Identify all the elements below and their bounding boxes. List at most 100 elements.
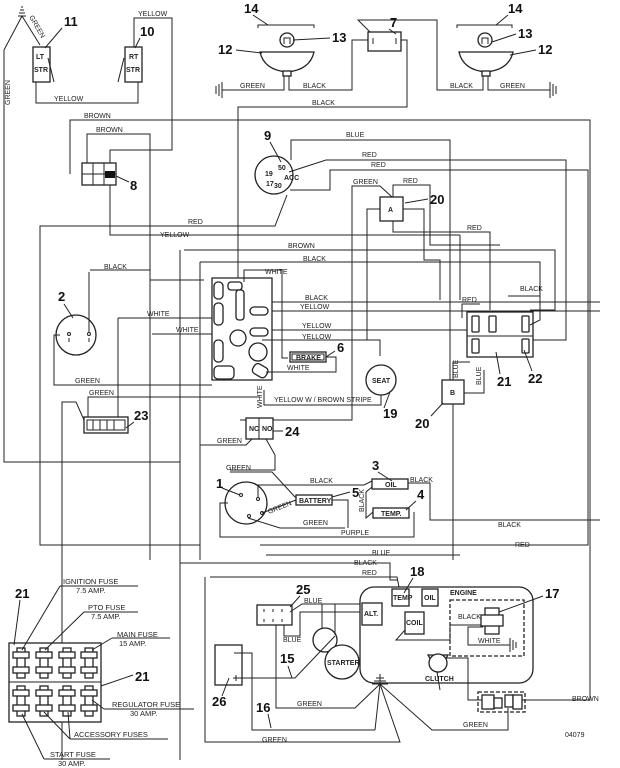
wire-label-green-meter: GREEN [89, 390, 114, 397]
callout-8: 8 [130, 178, 137, 193]
wire-label-green-lamp-right: GREEN [500, 83, 525, 90]
svg-text:BATTERY: BATTERY [299, 498, 332, 505]
svg-text:BRAKE: BRAKE [296, 355, 321, 362]
wire-label-blue-relay-b-a: BLUE [453, 359, 460, 378]
wire-label-white-engine: WHITE [478, 638, 501, 645]
wire-label-yellow: YELLOW [54, 96, 84, 103]
ignition-switch-9: 50 19 ACC 17 30 [254, 155, 299, 195]
headlight-right [456, 24, 514, 77]
callout-12-left: 12 [218, 42, 232, 57]
wire-label-green-relay-a: GREEN [353, 179, 378, 186]
wire-label-green-switch2: GREEN [75, 378, 100, 385]
wire-label-blue-lower: BLUE [372, 550, 391, 557]
callout-17: 17 [545, 586, 559, 601]
wire-label-yellow-brown-stripe: YELLOW W / BROWN STRIPE [274, 397, 372, 404]
wire-label-black-right: BLACK [498, 522, 521, 529]
relay-20-b: B [441, 379, 465, 405]
wire-label-red-relay-a-right: RED [467, 225, 482, 232]
seat-switch-19: SEAT [365, 364, 397, 396]
wire-label-white-brake: WHITE [287, 365, 310, 372]
svg-text:SEAT: SEAT [372, 378, 391, 385]
regulator-fuse-label: REGULATOR FUSE [112, 700, 180, 709]
svg-text:RT: RT [129, 54, 139, 61]
callout-20-bottom: 20 [415, 416, 429, 431]
svg-text:LT: LT [36, 54, 45, 61]
callout-5: 5 [352, 485, 359, 500]
wire-label-black-conn: BLACK [305, 295, 328, 302]
wire-label-yellow-conn-b: YELLOW [302, 323, 332, 330]
svg-text:COIL: COIL [406, 620, 423, 627]
wire-label-brown-inner: BROWN [96, 127, 123, 134]
ground-symbol-top-left [18, 6, 26, 17]
wire-label-green-ground-c: GREEN [463, 722, 488, 729]
ignition-switch-1 [224, 481, 268, 525]
callout-14-left: 14 [244, 1, 259, 16]
svg-text:ACC: ACC [284, 175, 299, 182]
oil-light-3: OIL [371, 478, 409, 490]
svg-text:OIL: OIL [385, 482, 397, 489]
svg-text:ENGINE: ENGINE [450, 590, 477, 597]
svg-text:NC: NC [249, 426, 259, 433]
temp-light-4: TEMP. [372, 507, 410, 519]
ground-symbol-engine [509, 638, 517, 652]
wire-label-red-relay-a: RED [403, 178, 418, 185]
hour-meter-23 [83, 416, 129, 434]
wire-label-blue-relay-b-b: BLUE [476, 366, 483, 385]
wire-label-yellow-top: YELLOW [138, 11, 168, 18]
start-fuse-amp: 30 AMP. [58, 759, 85, 768]
wire-label-green-ign: GREEN [226, 465, 251, 472]
pto-fuse-label: PTO FUSE [88, 603, 125, 612]
relay-7 [367, 31, 402, 52]
wire-label-white-a: WHITE [147, 311, 170, 318]
callout-21: 21 [497, 374, 511, 389]
wire-label-black-engine: BLACK [458, 614, 481, 621]
ignition-coil: COIL [404, 611, 425, 635]
svg-text:TEMP.: TEMP. [381, 511, 402, 518]
callout-9: 9 [264, 128, 271, 143]
svg-text:B: B [450, 390, 455, 397]
callout-7: 7 [390, 15, 397, 30]
wire-label-blue-25: BLUE [304, 598, 323, 605]
wire-label-brown-bottom: BROWN [572, 696, 599, 703]
wire-label-black-lower: BLACK [354, 560, 377, 567]
wire-label-black-switch2: BLACK [104, 264, 127, 271]
wire-label-black-lamp-right: BLACK [450, 83, 473, 90]
light-switch-8 [81, 162, 117, 186]
regulator-fuse-amp: 30 AMP. [130, 709, 157, 718]
ground-symbol-right-lamp [549, 82, 557, 98]
main-fuse-amp: 15 AMP. [119, 639, 146, 648]
starter-relay-25 [256, 604, 293, 626]
svg-text:STARTER: STARTER [327, 660, 360, 667]
wire-label-green-top: GREEN [27, 15, 46, 40]
svg-text:NO: NO [262, 426, 273, 433]
callout-14-right: 14 [508, 1, 523, 16]
svg-text:17: 17 [266, 181, 274, 188]
callout-21-legend-top: 21 [15, 586, 29, 601]
wire-brown-outer [69, 119, 591, 701]
engine-block: ENGINE [359, 586, 534, 684]
wire-label-green-lamp-left: GREEN [240, 83, 265, 90]
wire-yellow-between-turn-switches [35, 82, 139, 104]
relay-20-a: A [379, 196, 404, 222]
accessory-fuses-label: ACCESSORY FUSES [74, 730, 148, 739]
temp-sender-18: TEMP [391, 588, 413, 607]
brake-switch-6: BRAKE [289, 351, 327, 363]
wire-label-red-left: RED [188, 219, 203, 226]
wire-label-brown-harness: BROWN [288, 243, 315, 250]
wire-label-red-9b: RED [371, 162, 386, 169]
left-turn-switch: LT STR [32, 46, 55, 83]
svg-text:ALT.: ALT. [364, 611, 378, 618]
svg-text:TEMP: TEMP [393, 595, 413, 602]
callout-25: 25 [296, 582, 310, 597]
wire-label-black-top: BLACK [312, 100, 335, 107]
callout-12-right: 12 [538, 42, 552, 57]
wire-label-purple: PURPLE [341, 530, 369, 537]
svg-text:19: 19 [265, 171, 273, 178]
wire-label-green-pto: GREEN [217, 438, 242, 445]
pto-clutch: CLUTCH [425, 653, 454, 683]
wire-green-left-vertical [3, 15, 180, 463]
svg-text:30: 30 [274, 183, 282, 190]
callout-6: 6 [337, 340, 344, 355]
callout-13-left: 13 [332, 30, 346, 45]
